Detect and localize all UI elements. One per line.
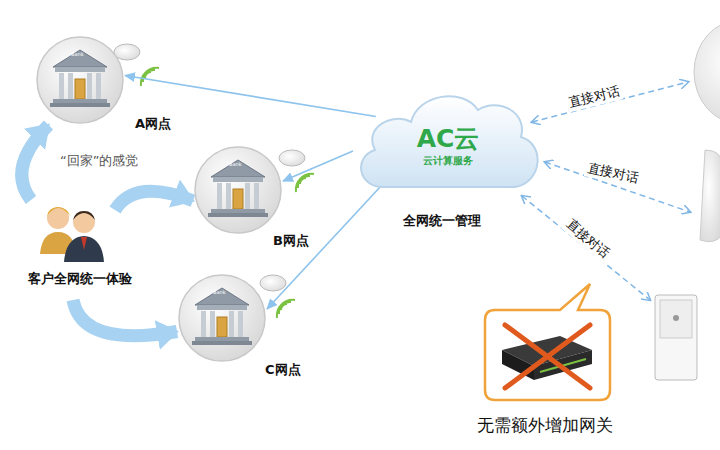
branch-node: B网点 [193,145,283,235]
note-label: “回家”的感觉 [60,152,138,170]
branch-label: C网点 [265,359,301,379]
branch-name: A网点 [135,116,171,131]
experience-arrow [22,125,49,200]
cloud-title: AC云 [417,124,480,154]
branch-node: A网点 [35,35,125,125]
management-link [283,151,353,181]
bank-icon [177,273,267,363]
cloud-node: AC云云计算服务 [353,82,543,197]
access-point-b [279,150,314,192]
branch-name: C网点 [265,362,301,377]
link-label: 直接对话 [561,214,615,264]
customer-label: 客户全网统一体验 [10,270,150,288]
wall-ap [700,150,720,242]
direct-link [522,82,690,300]
bank-icon [193,145,283,235]
cloud-subtitle: 云计算服务 [423,154,473,168]
cloud-text: AC云云计算服务 [353,82,543,197]
customer-icon [32,202,112,264]
branch-label: A网点 [135,113,171,133]
experience-arrow [115,191,193,210]
bank-sign: Bank [213,289,226,295]
branch-node: C网点 [177,273,267,363]
gateway-node: 无需额外增加网关 [435,280,655,445]
panel-ap [655,295,697,380]
link-label: 直接对话 [584,158,643,187]
link-label: 直接对话 [565,81,624,112]
experience-arrow [73,300,177,336]
bank-sign: Bank [71,51,84,57]
ceiling-ap [694,20,720,124]
branch-name: B网点 [273,233,309,248]
management-link [125,76,376,117]
customer-node: 客户全网统一体验 [10,200,150,300]
bank-sign: Bank [229,161,242,167]
gateway-note: 无需额外增加网关 [435,414,655,437]
bank-icon [35,35,125,125]
management-link [267,186,382,310]
branch-label: B网点 [273,230,309,250]
management-label: 全网统一管理 [403,212,481,230]
